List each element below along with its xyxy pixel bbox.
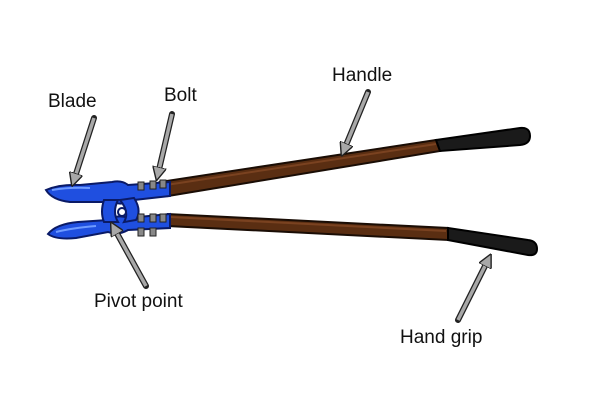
hand-grip-arrow xyxy=(456,260,488,321)
callout-arrows xyxy=(74,89,488,323)
pivot-point-label: Pivot point xyxy=(94,291,183,312)
handle-label: Handle xyxy=(332,65,393,86)
upper-handle xyxy=(158,126,532,198)
bolts xyxy=(137,179,167,237)
handle-arrow xyxy=(344,91,370,150)
pivot-arrow xyxy=(114,228,148,287)
lower-handle xyxy=(167,212,539,257)
lower-hand-grip xyxy=(447,226,539,257)
bolt-label: Bolt xyxy=(164,85,197,106)
bolt-arrow xyxy=(158,113,174,174)
upper-hand-grip xyxy=(434,126,532,153)
pivot-point-circle xyxy=(117,207,127,217)
hand-grip-label: Hand grip xyxy=(400,327,483,348)
blade-arrow xyxy=(74,117,96,180)
blade-label: Blade xyxy=(48,91,97,112)
